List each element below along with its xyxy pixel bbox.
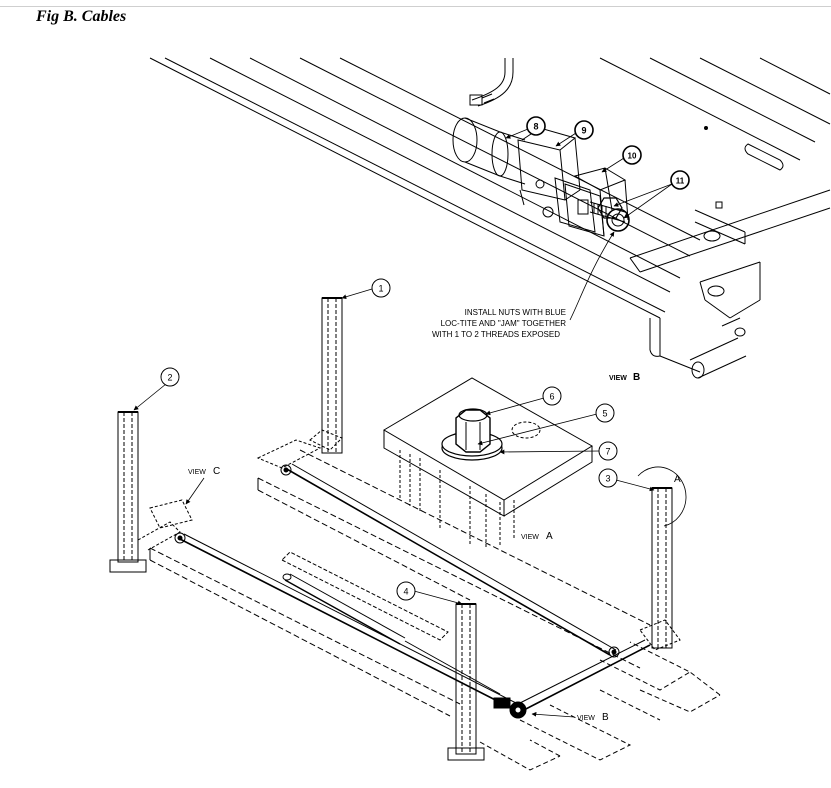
svg-text:VIEW: VIEW	[188, 469, 206, 476]
svg-text:WITH 1 TO 2 THREADS EXPOSED: WITH 1 TO 2 THREADS EXPOSED	[432, 330, 560, 339]
svg-text:2: 2	[167, 373, 172, 383]
callout-5: 5	[477, 403, 615, 446]
svg-text:6: 6	[549, 392, 554, 402]
view-b-title: VIEW B	[609, 372, 640, 383]
view-a-detail	[383, 377, 593, 548]
svg-text:11: 11	[676, 177, 685, 186]
top-rule	[0, 6, 831, 7]
callout-4: 4	[396, 581, 463, 606]
view-b-detail	[149, 57, 831, 379]
adjuster-block-10	[554, 167, 629, 237]
bracket-9	[517, 127, 581, 218]
svg-text:C: C	[213, 466, 220, 477]
svg-text:VIEW: VIEW	[521, 534, 539, 541]
floor-panels	[479, 641, 721, 771]
svg-text:VIEW: VIEW	[609, 375, 627, 382]
cable-line	[469, 58, 514, 107]
svg-text:LOC-TITE AND "JAM" TOGETHER: LOC-TITE AND "JAM" TOGETHER	[441, 319, 567, 328]
channel-rail	[149, 57, 831, 379]
svg-text:1: 1	[378, 284, 383, 294]
svg-text:B: B	[602, 712, 609, 723]
callout-2: 2	[133, 367, 180, 411]
callout-3: 3 A	[598, 466, 687, 527]
callout-1: 1	[341, 278, 391, 300]
svg-text:4: 4	[403, 587, 408, 597]
threaded-rod-and-nuts-11	[589, 197, 630, 232]
front-cable	[149, 532, 521, 717]
svg-text:8: 8	[533, 122, 538, 132]
callout-11: 11	[613, 170, 690, 219]
callout-9: 9	[555, 120, 594, 147]
svg-text:INSTALL NUTS WITH BLUE: INSTALL NUTS WITH BLUE	[465, 308, 566, 317]
view-b-pointer-label: VIEW B	[531, 711, 609, 723]
view-c-label: VIEW C	[185, 466, 220, 505]
main-frame-assembly	[109, 297, 721, 771]
callout-6: 6	[485, 386, 562, 416]
svg-text:9: 9	[581, 126, 586, 136]
detail-letter-a: A	[674, 474, 681, 485]
post-3	[639, 487, 681, 651]
cross-cable	[493, 639, 651, 719]
callout-8: 8	[505, 116, 546, 139]
svg-text:7: 7	[605, 447, 610, 457]
figure-title: Fig B. Cables	[36, 8, 127, 25]
svg-text:B: B	[633, 372, 640, 383]
back-cable	[257, 449, 651, 669]
callout-10: 10	[601, 145, 642, 173]
svg-text:A: A	[546, 531, 553, 542]
post-1	[256, 297, 343, 469]
view-a-label: VIEW A	[521, 531, 553, 542]
install-note: INSTALL NUTS WITH BLUE LOC-TITE AND "JAM…	[432, 231, 615, 339]
svg-text:10: 10	[628, 152, 637, 161]
post-2	[109, 411, 193, 573]
diagonal-rod	[281, 551, 501, 695]
svg-text:VIEW: VIEW	[577, 715, 595, 722]
callout-7: 7	[499, 441, 618, 461]
svg-text:5: 5	[602, 409, 607, 419]
svg-text:3: 3	[605, 474, 610, 484]
cable-end-fitting	[452, 117, 526, 185]
